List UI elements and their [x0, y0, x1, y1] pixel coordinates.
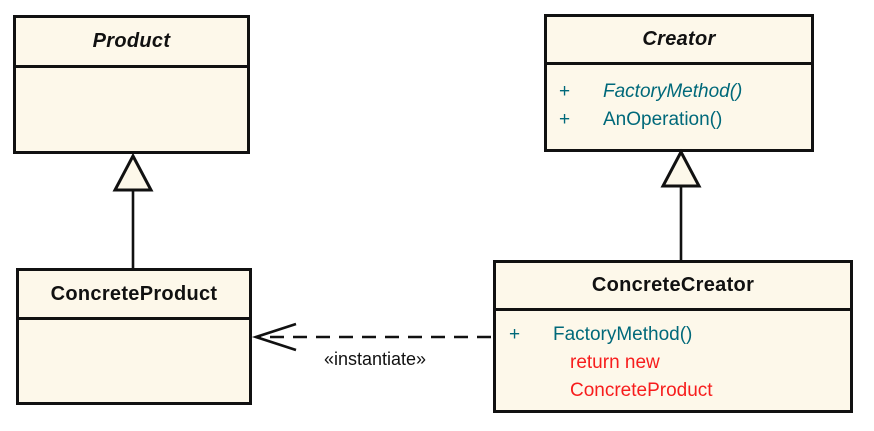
class-body-concrete-product [19, 320, 249, 402]
hollow-triangle-icon [660, 148, 702, 188]
class-name-concrete-creator: ConcreteCreator [496, 263, 850, 311]
member-factory-method-abstract: + FactoryMethod() [559, 78, 811, 106]
instantiate-label: «instantiate» [323, 349, 427, 369]
class-body-product [16, 68, 247, 151]
member-factory-method: + FactoryMethod() [509, 321, 850, 349]
class-box-concrete-creator: ConcreteCreator + FactoryMethod() return … [493, 260, 853, 413]
note-concrete-product: ConcreteProduct [570, 380, 713, 401]
member-an-operation: + AnOperation() [559, 106, 811, 134]
class-name-creator: Creator [547, 17, 811, 65]
member-text: FactoryMethod() [603, 81, 743, 102]
class-body-concrete-creator: + FactoryMethod() return new ConcreteProd… [496, 311, 850, 410]
class-box-concrete-product: ConcreteProduct [16, 268, 252, 405]
open-arrowhead-icon [251, 322, 297, 352]
member-text: FactoryMethod() [553, 324, 693, 345]
visibility-symbol: + [559, 109, 571, 130]
instantiate-dependency-arrow [251, 322, 491, 352]
visibility-symbol: + [509, 324, 521, 345]
generalization-arrow-creator [660, 148, 702, 261]
class-name-concrete-product: ConcreteProduct [19, 271, 249, 320]
member-text: AnOperation() [603, 109, 723, 130]
note-return-new: return new [570, 352, 660, 373]
class-box-creator: Creator + FactoryMethod() + AnOperation() [544, 14, 814, 152]
class-box-product: Product [13, 15, 250, 154]
visibility-symbol: + [559, 81, 571, 102]
class-body-creator: + FactoryMethod() + AnOperation() [547, 65, 811, 149]
class-name-product: Product [16, 18, 247, 68]
generalization-arrow-product [112, 152, 154, 269]
hollow-triangle-icon [112, 152, 154, 192]
